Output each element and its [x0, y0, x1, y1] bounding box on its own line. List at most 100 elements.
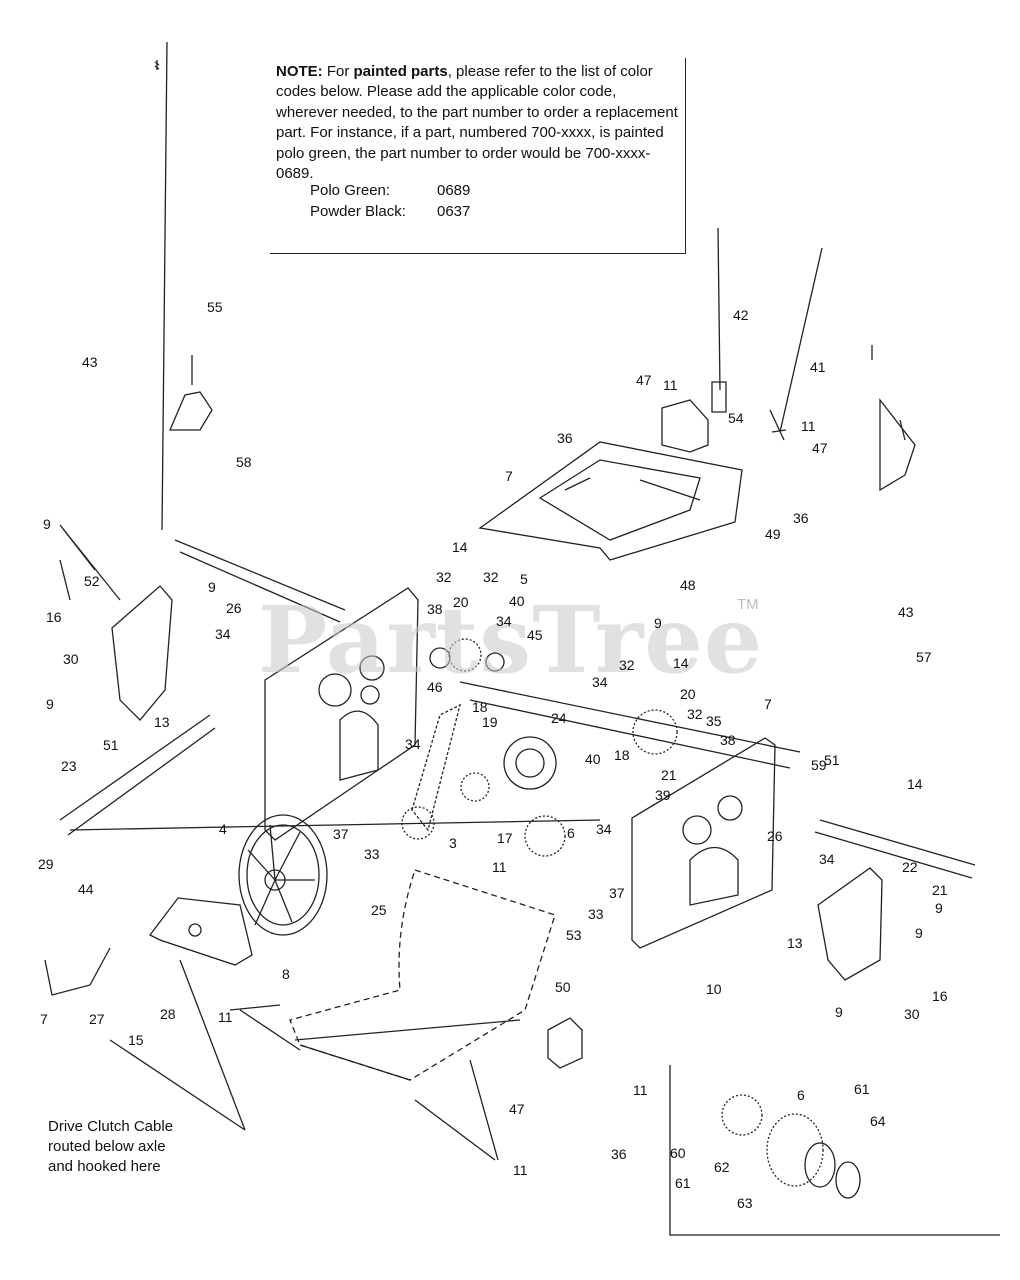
- rod-42: [711, 227, 727, 413]
- part-callout: 40: [585, 751, 601, 767]
- part-callout: 46: [427, 679, 443, 695]
- gear-33: [524, 815, 566, 857]
- part-callout: 18: [614, 747, 630, 763]
- inset-disc-64: [835, 1161, 861, 1199]
- part-callout: 34: [215, 626, 231, 642]
- side-plate-left: [264, 587, 419, 841]
- part-callout: 32: [687, 706, 703, 722]
- part-callout: 59: [811, 757, 827, 773]
- color-code: 0689: [437, 182, 471, 199]
- gear-20: [632, 709, 678, 755]
- axle-right: [814, 819, 976, 879]
- part-callout: 11: [218, 1009, 233, 1025]
- part-callout: 9: [935, 900, 943, 916]
- color-code: 0637: [437, 203, 471, 220]
- part-callout: 38: [720, 732, 736, 748]
- part-callout: 32: [483, 569, 499, 585]
- drive-chain: [411, 703, 461, 832]
- part-callout: 43: [898, 604, 914, 620]
- gear-cover-51: [817, 867, 883, 981]
- part-callout: 37: [333, 826, 349, 842]
- side-plate-right: [631, 737, 776, 949]
- cable-caption: Drive Clutch Cable routed below axle and…: [48, 1117, 173, 1177]
- part-callout: 16: [932, 988, 948, 1004]
- part-callout: 30: [904, 1006, 920, 1022]
- part-callout: 62: [714, 1159, 730, 1175]
- part-callout: 43: [82, 354, 98, 370]
- part-callout: 21: [932, 882, 948, 898]
- part-callout: 32: [619, 657, 635, 673]
- drive-wheel-rim: [246, 824, 320, 926]
- part-callout: 8: [282, 966, 290, 982]
- part-callout: 13: [154, 714, 170, 730]
- part-callout: 14: [452, 539, 468, 555]
- part-callout: 30: [63, 651, 79, 667]
- part-callout: 6: [567, 825, 575, 841]
- part-callout: 44: [78, 881, 94, 897]
- part-callout: 33: [364, 846, 380, 862]
- inset-disc-61: [804, 1142, 836, 1188]
- bracket-54: [661, 399, 709, 453]
- cable-spring: [154, 60, 160, 70]
- gear-cover-52: [111, 585, 173, 721]
- part-callout: 17: [497, 830, 513, 846]
- part-callout: 23: [61, 758, 77, 774]
- bearing-left-a: [318, 673, 352, 707]
- part-callout: 34: [496, 613, 512, 629]
- part-callout: 16: [46, 609, 62, 625]
- part-callout: 18: [472, 699, 488, 715]
- caption-line: routed below axle: [48, 1138, 166, 1155]
- caption-line: and hooked here: [48, 1158, 161, 1175]
- part-callout: 7: [764, 696, 772, 712]
- bracket-8: [149, 897, 253, 966]
- part-callout: 11: [633, 1082, 648, 1098]
- watermark: PartsTree: [258, 586, 764, 694]
- sprocket-19: [460, 772, 490, 802]
- part-callout: 51: [824, 752, 840, 768]
- part-callout: 13: [787, 935, 803, 951]
- part-callout: 7: [505, 468, 513, 484]
- part-callout: 9: [654, 615, 662, 631]
- inset-gear-62: [721, 1094, 763, 1136]
- friction-hub: [515, 748, 545, 778]
- bearing-34: [485, 652, 505, 672]
- part-callout: 20: [680, 686, 696, 702]
- bearing-left-c: [360, 685, 380, 705]
- bearing-right-b: [717, 795, 743, 821]
- part-callout: 9: [43, 516, 51, 532]
- main-shaft: [459, 681, 801, 769]
- bearing-38: [429, 647, 451, 669]
- part-callout: 20: [453, 594, 469, 610]
- note-body: , please refer to the list of color code…: [276, 63, 678, 183]
- upper-shaft: [174, 539, 346, 623]
- note-text: NOTE: For painted parts, please refer to…: [276, 62, 680, 184]
- caption-line: Drive Clutch Cable: [48, 1118, 174, 1135]
- leader-lines-bottom: [229, 1004, 499, 1161]
- painted-parts-note: NOTE: For painted parts, please refer to…: [270, 58, 686, 254]
- part-callout: 24: [551, 710, 567, 726]
- pan-edge: [294, 1019, 521, 1081]
- part-callout: 47: [636, 372, 652, 388]
- part-callout: 57: [916, 649, 932, 665]
- inset-ring-63: [766, 1113, 824, 1187]
- part-callout: 4: [219, 821, 227, 837]
- part-callout: 34: [596, 821, 612, 837]
- plate-cutout-right: [689, 846, 739, 906]
- part-callout: 36: [793, 510, 809, 526]
- part-callout: 3: [449, 835, 457, 851]
- part-callout: 6: [797, 1087, 805, 1103]
- part-callout: 47: [812, 440, 828, 456]
- part-callout: 26: [767, 828, 783, 844]
- bracket-50: [547, 1017, 583, 1069]
- frame-plate-detail: [538, 459, 701, 541]
- part-callout: 45: [527, 627, 543, 643]
- part-callout: 11: [663, 377, 678, 393]
- part-callout: 35: [706, 713, 722, 729]
- part-callout: 5: [520, 571, 528, 587]
- part-callout: 61: [854, 1081, 870, 1097]
- part-callout: 42: [733, 307, 749, 323]
- note-lead: For: [322, 63, 354, 80]
- part-callout: 51: [103, 737, 119, 753]
- part-callout: 34: [819, 851, 835, 867]
- link-27: [44, 947, 111, 996]
